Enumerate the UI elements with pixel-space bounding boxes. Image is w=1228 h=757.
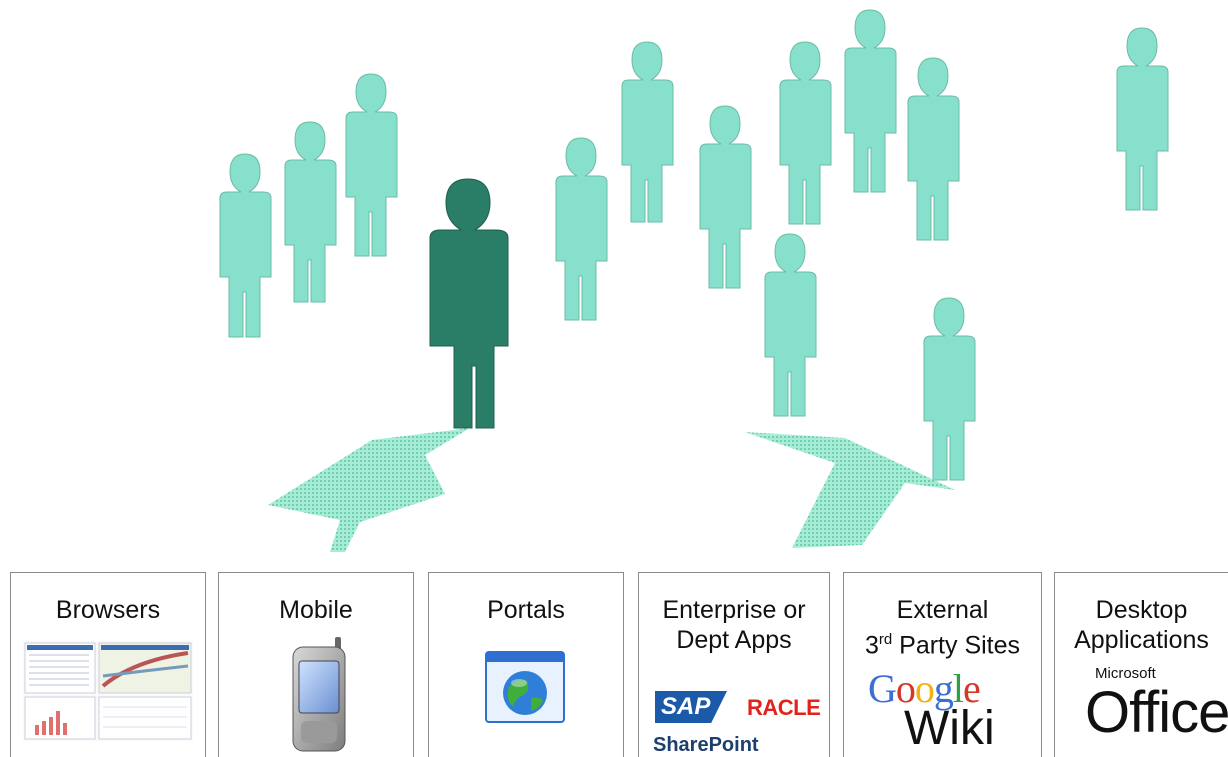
channel-title-line-1: External <box>896 596 989 624</box>
right-arrow <box>745 432 955 548</box>
channel-title: Mobile <box>279 596 353 624</box>
person-figure <box>621 41 674 223</box>
globe-window-icon <box>485 651 565 723</box>
channel-box-external: External 3rd Party Sites Google Wiki <box>843 572 1042 757</box>
channel-box-mobile: Mobile <box>218 572 414 757</box>
person-figure <box>844 9 897 193</box>
person-figure <box>923 297 976 481</box>
channel-box-portals: Portals <box>428 572 624 757</box>
channel-box-browsers: Browsers <box>10 572 206 757</box>
sharepoint-logo: SharePoint <box>653 734 759 756</box>
person-figure <box>345 73 398 257</box>
person-figure <box>555 137 608 321</box>
channel-title: Browsers <box>55 596 161 624</box>
channel-title-line-1: Desktop <box>1095 596 1188 624</box>
browser-screens-icon <box>23 641 193 741</box>
wiki-logo: Wiki <box>904 702 995 755</box>
person-figure <box>1116 27 1169 211</box>
google-logo: Google <box>868 666 981 711</box>
person-figure <box>779 41 832 225</box>
left-arrow <box>268 428 470 552</box>
channel-title-line-2: 3rd Party Sites <box>864 631 1021 660</box>
channel-title: Portals <box>487 596 565 624</box>
channel-title-line-1: Enterprise or <box>662 596 806 624</box>
channel-box-enterprise: Enterprise or Dept Apps SAP RACLE ShareP… <box>638 572 830 757</box>
person-figure <box>699 105 752 289</box>
office-logo: Office <box>1085 680 1228 745</box>
channel-title-line-2: Dept Apps <box>676 626 792 654</box>
microsoft-logo: Microsoft <box>1095 665 1156 682</box>
person-figure <box>219 153 272 338</box>
channel-title-line-2: Applications <box>1074 626 1209 654</box>
person-figure <box>284 121 337 303</box>
mobile-phone-icon <box>292 637 346 752</box>
channel-box-desktop: Desktop Applications Microsoft Office <box>1054 572 1228 757</box>
person-figure <box>907 57 960 241</box>
sap-logo: SAP <box>655 691 727 723</box>
person-figure <box>764 233 817 417</box>
oracle-logo: RACLE <box>747 695 821 720</box>
highlighted-person-figure <box>429 178 509 429</box>
